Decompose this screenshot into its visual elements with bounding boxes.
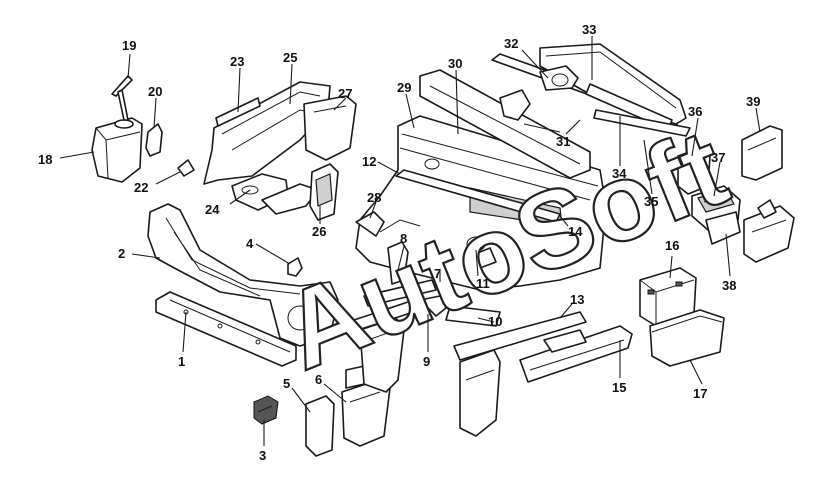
callout-34: 34: [612, 166, 627, 181]
callout-4: 4: [246, 236, 254, 251]
lower-members: [353, 241, 501, 393]
callout-38: 38: [722, 278, 736, 293]
cowl-wiper-assembly: [491, 43, 691, 137]
callout-33: 33: [582, 22, 596, 37]
washer-cap: [145, 123, 163, 157]
right-side-rail: [453, 311, 633, 437]
callout-10: 10: [488, 314, 502, 329]
callout-39: 39: [746, 94, 760, 109]
leader-lines: [59, 36, 761, 446]
washer-reservoir: [91, 75, 143, 183]
callout-20: 20: [148, 84, 162, 99]
callout-37: 37: [711, 150, 725, 165]
callout-1: 1: [178, 354, 185, 369]
callout-19: 19: [122, 38, 136, 53]
callout-13: 13: [570, 292, 584, 307]
callout-26: 26: [312, 224, 326, 239]
center-firewall-assembly: [355, 69, 607, 291]
callout-22: 22: [134, 180, 148, 195]
callout-14: 14: [568, 224, 583, 239]
mount-3: [253, 395, 279, 425]
callout-32: 32: [504, 36, 518, 51]
strips-12-28: [355, 169, 561, 237]
callout-5: 5: [283, 376, 290, 391]
callout-35: 35: [644, 194, 658, 209]
callout-29: 29: [397, 80, 411, 95]
callout-2: 2: [118, 246, 125, 261]
callout-3: 3: [259, 448, 266, 463]
callout-18: 18: [38, 152, 52, 167]
callout-25: 25: [283, 50, 297, 65]
right-brackets-38-39: [741, 125, 795, 263]
front-cross-member: [147, 203, 339, 367]
callout-28: 28: [367, 190, 381, 205]
callout-30: 30: [448, 56, 462, 71]
callout-27: 27: [338, 86, 352, 101]
battery-and-tray: [639, 267, 725, 367]
callout-12: 12: [362, 154, 376, 169]
callout-6: 6: [315, 372, 322, 387]
callout-24: 24: [205, 202, 220, 217]
callout-23: 23: [230, 54, 244, 69]
callout-17: 17: [693, 386, 707, 401]
callout-15: 15: [612, 380, 626, 395]
callout-8: 8: [400, 231, 407, 246]
callout-31: 31: [556, 134, 570, 149]
clip-22: [177, 159, 195, 177]
left-side-panel-assembly: [203, 81, 357, 221]
callout-36: 36: [688, 104, 702, 119]
callout-7: 7: [434, 266, 441, 281]
callout-16: 16: [665, 238, 679, 253]
callout-11: 11: [476, 276, 490, 291]
callout-9: 9: [423, 354, 430, 369]
relay-box: [677, 147, 741, 245]
small-bracket-4: [287, 257, 303, 277]
callout-numbers: 1 2 3 4 5 6 7 8 9 10 11 12 13 14 15 16 1…: [38, 22, 760, 463]
